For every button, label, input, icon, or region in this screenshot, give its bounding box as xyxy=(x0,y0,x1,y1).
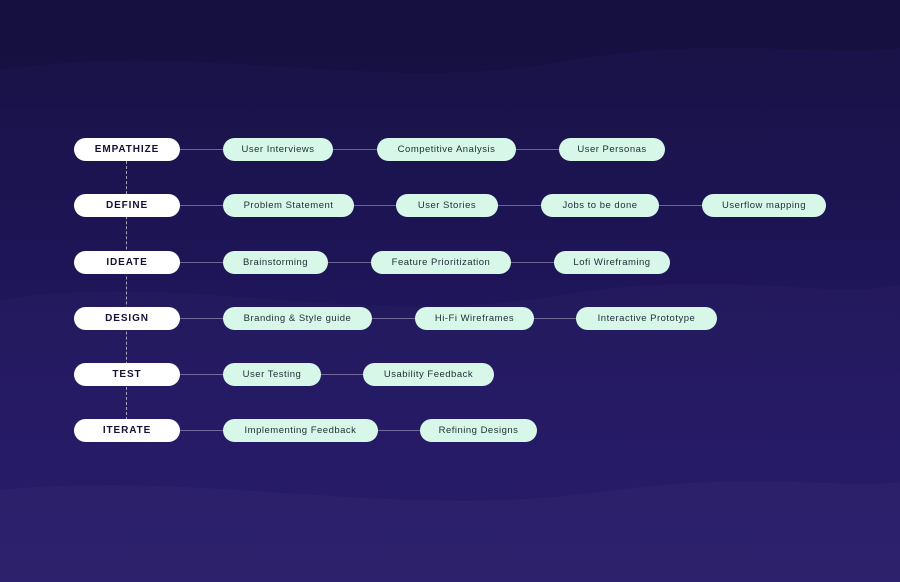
task-brainstorming: Brainstorming xyxy=(223,251,328,274)
row-connector-line xyxy=(174,374,474,375)
task-user-testing: User Testing xyxy=(223,363,321,386)
stage-define: DEFINE xyxy=(74,194,180,217)
task-refining-designs: Refining Designs xyxy=(420,419,537,442)
task-competitive-analysis: Competitive Analysis xyxy=(377,138,516,161)
stage-empathize: EMPATHIZE xyxy=(74,138,180,161)
task-interactive-prototype: Interactive Prototype xyxy=(576,307,717,330)
task-branding-style-guide: Branding & Style guide xyxy=(223,307,372,330)
stage-row-test: TEST User Testing Usability Feedback xyxy=(74,363,874,386)
stage-row-empathize: EMPATHIZE User Interviews Competitive An… xyxy=(74,138,874,161)
stage-iterate: ITERATE xyxy=(74,419,180,442)
task-user-interviews: User Interviews xyxy=(223,138,333,161)
stage-row-ideate: IDEATE Brainstorming Feature Prioritizat… xyxy=(74,251,874,274)
stage-test: TEST xyxy=(74,363,180,386)
task-userflow-mapping: Userflow mapping xyxy=(702,194,826,217)
task-hi-fi-wireframes: Hi-Fi Wireframes xyxy=(415,307,534,330)
stage-ideate: IDEATE xyxy=(74,251,180,274)
row-connector-line xyxy=(174,205,824,206)
task-feature-prioritization: Feature Prioritization xyxy=(371,251,511,274)
task-lofi-wireframing: Lofi Wireframing xyxy=(554,251,670,274)
task-usability-feedback: Usability Feedback xyxy=(363,363,494,386)
task-problem-statement: Problem Statement xyxy=(223,194,354,217)
stage-row-define: DEFINE Problem Statement User Stories Jo… xyxy=(74,194,874,217)
stage-connector-dashed xyxy=(126,161,127,420)
stage-row-iterate: ITERATE Implementing Feedback Refining D… xyxy=(74,419,874,442)
stage-design: DESIGN xyxy=(74,307,180,330)
task-jobs-to-be-done: Jobs to be done xyxy=(541,194,659,217)
task-implementing-feedback: Implementing Feedback xyxy=(223,419,378,442)
task-user-personas: User Personas xyxy=(559,138,665,161)
stage-row-design: DESIGN Branding & Style guide Hi-Fi Wire… xyxy=(74,307,874,330)
task-user-stories: User Stories xyxy=(396,194,498,217)
